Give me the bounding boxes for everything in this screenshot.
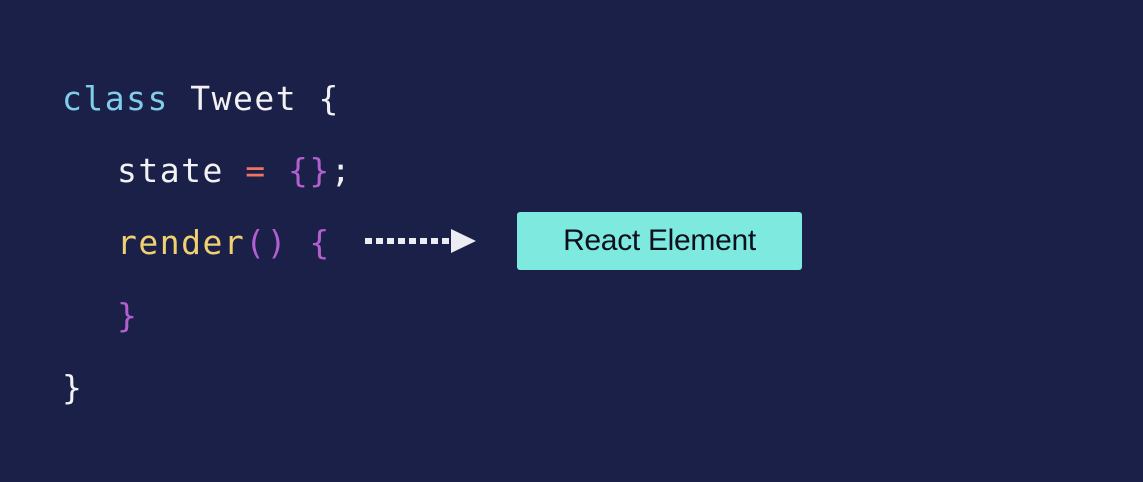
assignment-operator: = bbox=[245, 151, 267, 190]
class-close-brace: } bbox=[62, 368, 84, 407]
code-line-state: state = {}; bbox=[117, 154, 352, 187]
state-identifier: state bbox=[117, 151, 224, 190]
code-line-render: render() { bbox=[117, 226, 331, 259]
render-close-brace: } bbox=[117, 296, 139, 335]
class-name: Tweet bbox=[190, 79, 298, 118]
semicolon: ; bbox=[330, 151, 353, 190]
class-keyword: class bbox=[62, 79, 169, 118]
react-element-box: React Element bbox=[517, 212, 802, 270]
class-open-brace: { bbox=[318, 79, 340, 118]
code-line-class-declaration: class Tweet { bbox=[62, 82, 340, 115]
code-line-class-close: } bbox=[62, 371, 83, 404]
dotted-arrow-icon bbox=[365, 229, 476, 253]
render-open-brace: { bbox=[309, 223, 331, 262]
render-parens: () bbox=[245, 223, 288, 262]
react-element-label: React Element bbox=[563, 224, 756, 257]
empty-object-literal: {} bbox=[287, 151, 331, 190]
code-line-render-close: } bbox=[117, 299, 138, 332]
render-method-name: render bbox=[117, 223, 246, 262]
